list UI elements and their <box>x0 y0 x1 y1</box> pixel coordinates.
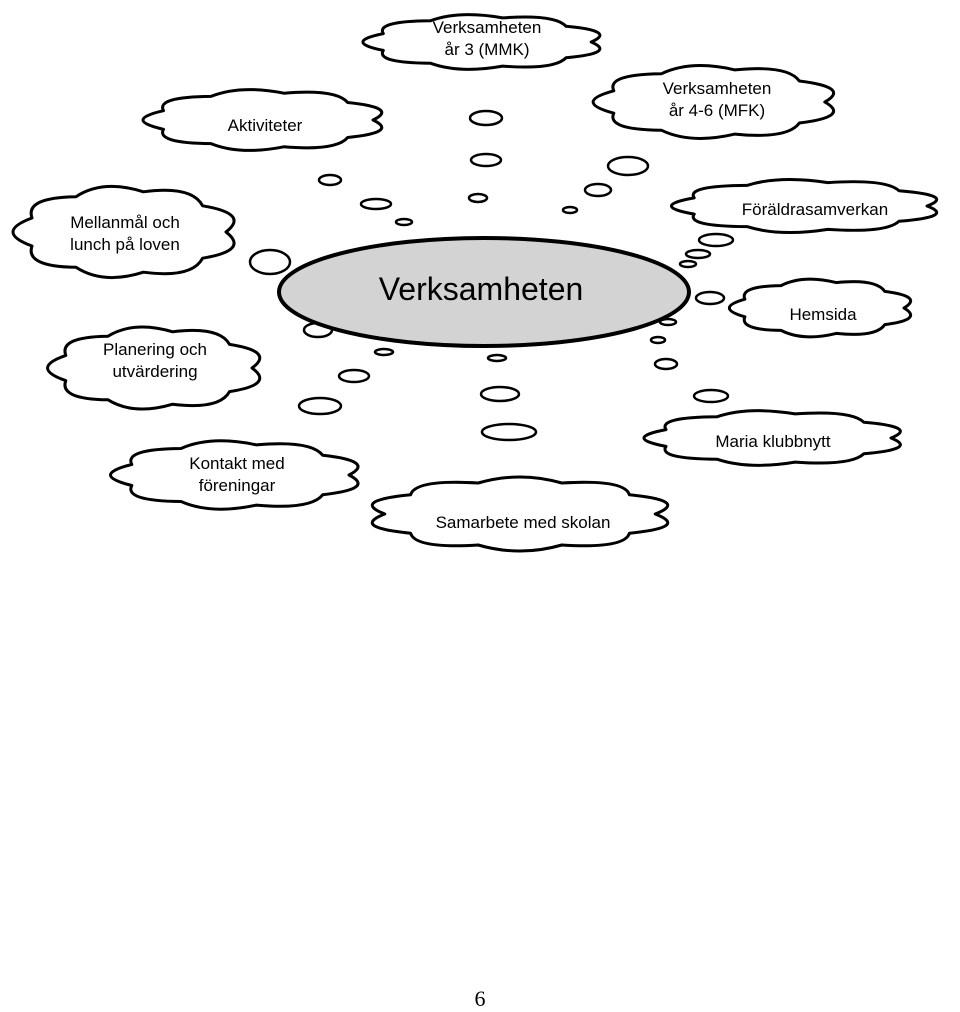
cloud-label: Aktiviteter <box>228 116 303 135</box>
connector-bubble <box>337 368 371 384</box>
connector-bubble <box>468 109 504 127</box>
cloud-label: Föräldrasamverkan <box>742 200 888 219</box>
cloud-mmk: Verksamheten år 3 (MMK) <box>361 13 602 71</box>
cloud-label: Maria klubbnytt <box>715 432 831 451</box>
cloud-label: lunch på loven <box>70 235 180 254</box>
cloud-shape <box>109 439 360 511</box>
cloud-mellanmal: Mellanmål och lunch på loven <box>11 184 236 280</box>
connector-bubble <box>317 173 343 187</box>
center-node: Verksamheten <box>277 236 691 348</box>
cloud-label: föreningar <box>199 476 276 495</box>
cloud-shape <box>670 177 939 235</box>
cloud-label: Verksamheten <box>433 18 542 37</box>
cloud-label: Kontakt med <box>189 454 284 473</box>
cloud-aktiviteter: Aktiviteter <box>141 88 384 152</box>
cloud-shape <box>11 184 236 280</box>
connector-bubble <box>606 155 650 177</box>
cloud-label: Mellanmål och <box>70 213 180 232</box>
connector-bubble <box>467 192 489 204</box>
cloud-shape <box>370 475 670 553</box>
connector-bubble <box>479 385 521 403</box>
connector-bubble <box>248 248 292 276</box>
connector-bubble <box>486 353 508 363</box>
page-number: 6 <box>474 986 486 1011</box>
cloud-mfk: Verksamheten år 4-6 (MFK) <box>591 64 836 140</box>
connector-bubble <box>692 388 730 404</box>
cloud-label: Verksamheten <box>663 79 772 98</box>
connector-bubble <box>394 217 414 227</box>
cloud-shape <box>727 277 913 339</box>
connector-bubble <box>658 317 678 327</box>
connector-bubbles <box>248 109 735 442</box>
cloud-samarbete: Samarbete med skolan <box>370 475 670 553</box>
cloud-shape <box>642 409 902 467</box>
cloud-planering: Planering och utvärdering <box>46 325 262 411</box>
connector-bubble <box>469 152 503 168</box>
cloud-shape <box>141 88 384 152</box>
cloud-shape <box>361 13 602 71</box>
cloud-label: Samarbete med skolan <box>436 513 611 532</box>
connector-bubble <box>684 248 712 260</box>
cloud-shape <box>46 325 262 411</box>
cloud-label: utvärdering <box>112 362 197 381</box>
connector-bubble <box>583 182 613 198</box>
cloud-label: år 4-6 (MFK) <box>669 101 765 120</box>
cloud-label: år 3 (MMK) <box>445 40 530 59</box>
connector-bubble <box>359 197 393 211</box>
connector-bubble <box>649 335 667 345</box>
connector-bubble <box>373 347 395 357</box>
cloud-kontakt: Kontakt med föreningar <box>109 439 360 511</box>
cloud-label: Hemsida <box>789 305 857 324</box>
connector-bubble <box>697 232 735 248</box>
cloud-foraldra: Föräldrasamverkan <box>670 177 939 235</box>
connector-bubble <box>678 259 698 269</box>
cloud-maria: Maria klubbnytt <box>642 409 902 467</box>
connector-bubble <box>480 422 538 442</box>
connector-bubble <box>561 205 579 215</box>
connector-bubble <box>694 290 726 306</box>
cloud-shape <box>591 64 836 140</box>
connector-bubble <box>297 396 343 416</box>
center-label: Verksamheten <box>379 271 584 307</box>
connector-bubble <box>653 357 679 371</box>
cloud-label: Planering och <box>103 340 207 359</box>
cloud-hemsida: Hemsida <box>727 277 913 339</box>
